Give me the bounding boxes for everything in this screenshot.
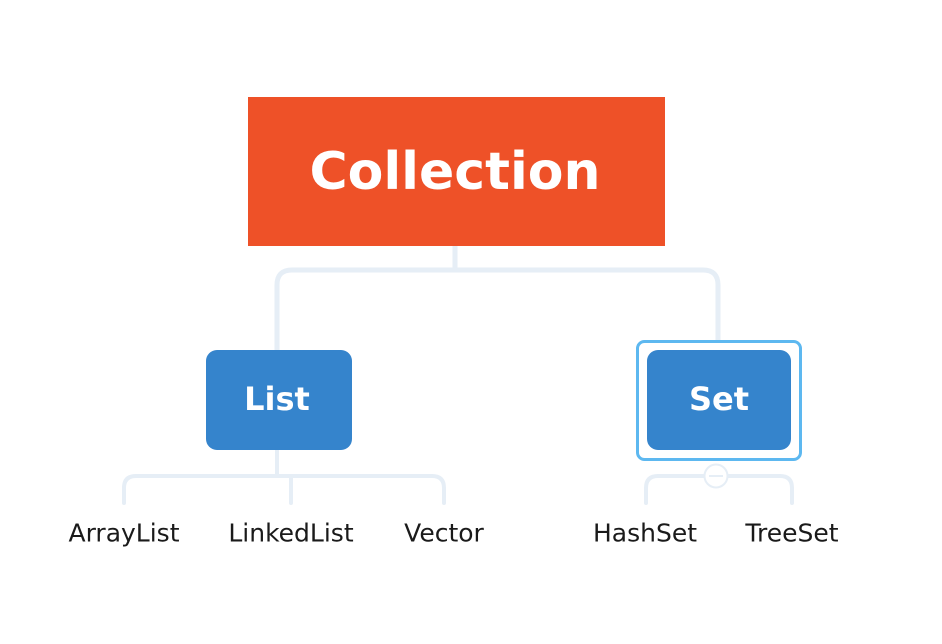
branch-node-set-box bbox=[647, 350, 791, 450]
leaf-treeset[interactable]: TreeSet bbox=[744, 519, 838, 548]
branch-node-list-label: List bbox=[244, 380, 310, 418]
list-connectors bbox=[122, 448, 446, 505]
set-children: HashSet TreeSet bbox=[593, 519, 839, 548]
leaf-hashset[interactable]: HashSet bbox=[593, 519, 697, 548]
root-node-label: Collection bbox=[309, 142, 600, 202]
leaf-arraylist[interactable]: ArrayList bbox=[68, 519, 179, 548]
list-children: ArrayList LinkedList Vector bbox=[68, 519, 484, 548]
leaf-vector[interactable]: Vector bbox=[404, 519, 484, 548]
connector-list-bar bbox=[122, 474, 446, 505]
branch-node-list[interactable]: List bbox=[206, 350, 352, 450]
connector-root-to-list bbox=[274, 267, 458, 353]
branch-node-set-label: Set bbox=[689, 380, 749, 418]
connector-root-to-set bbox=[452, 267, 721, 344]
branch-node-list-box bbox=[206, 350, 352, 450]
branch-node-set[interactable]: Set bbox=[636, 340, 802, 461]
root-connectors bbox=[274, 243, 721, 353]
collapse-circle-icon[interactable] bbox=[703, 463, 729, 489]
root-node-box bbox=[248, 97, 665, 246]
leaf-linkedlist[interactable]: LinkedList bbox=[228, 519, 353, 548]
root-node-collection[interactable]: Collection bbox=[248, 97, 665, 246]
